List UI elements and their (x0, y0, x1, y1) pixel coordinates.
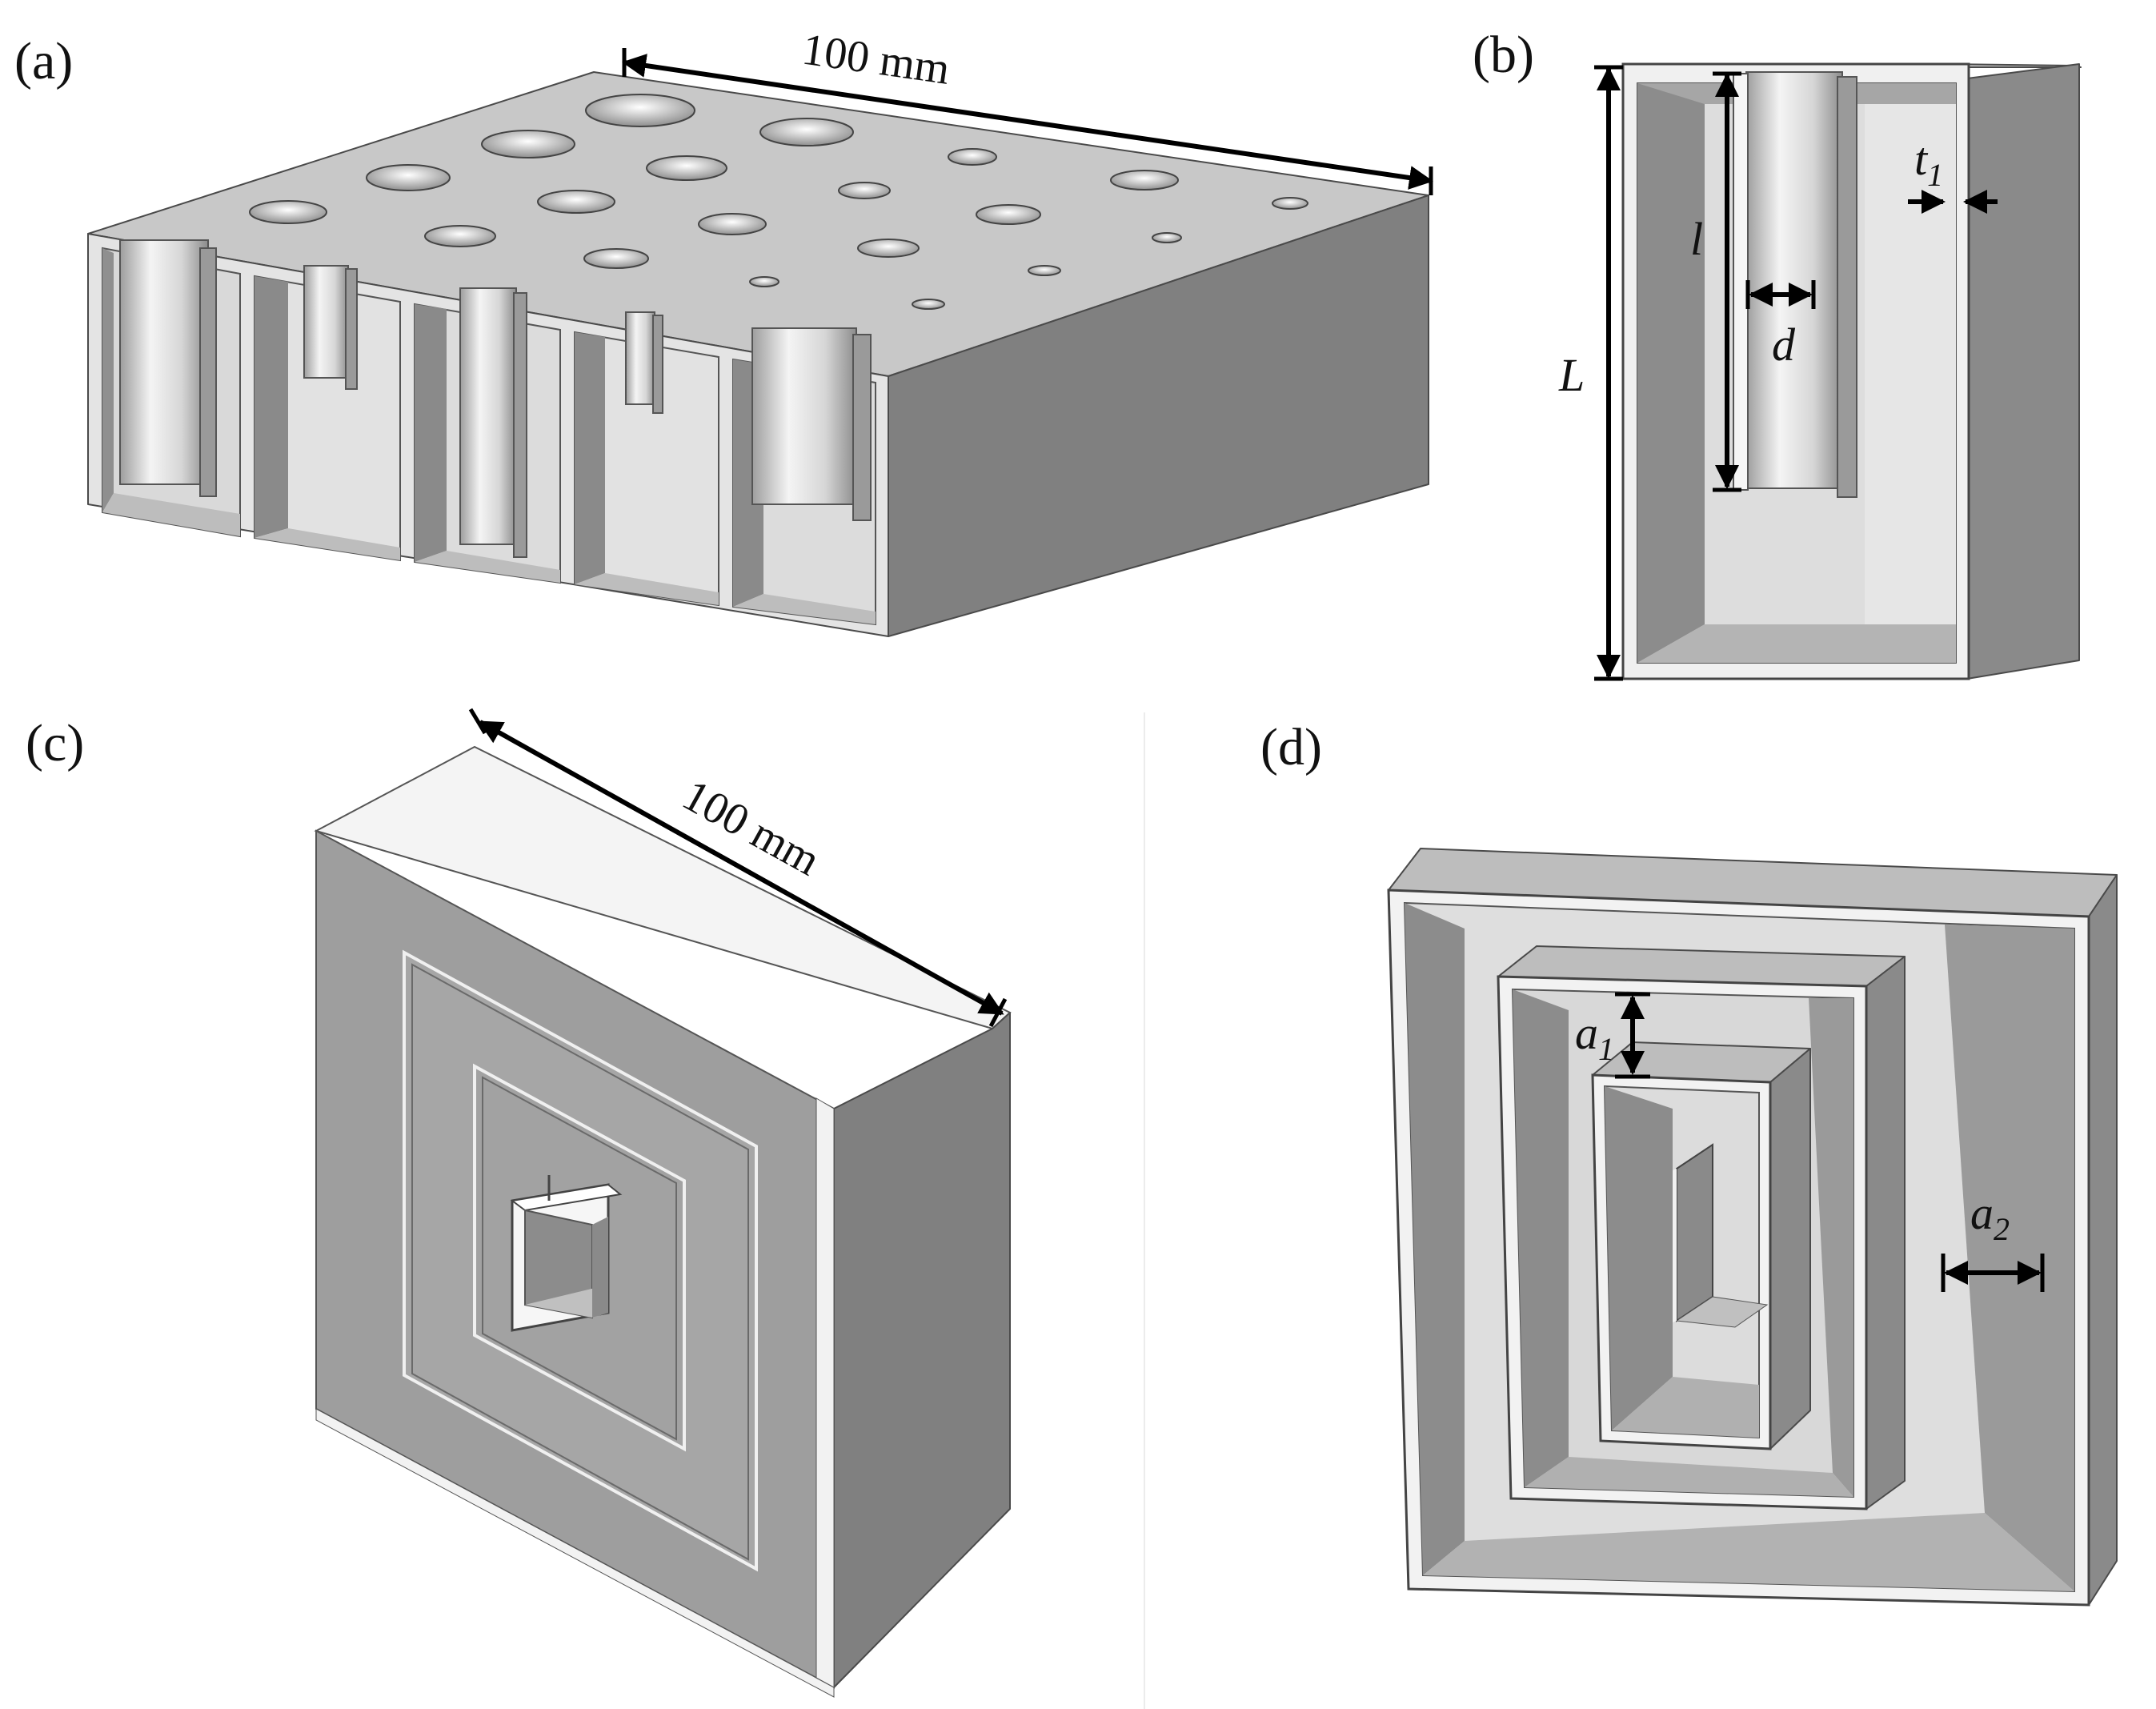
panel-a-neck-2 (303, 265, 349, 379)
panel-d: (d) a1 (1260, 718, 2118, 1607)
panel-a-necks (119, 239, 872, 558)
panel-a-neck-3 (459, 287, 517, 545)
panel-b-L-label: L (1558, 349, 1585, 401)
panel-c-width-dimension (478, 720, 1004, 1016)
panel-c-right-face (833, 1012, 1011, 1688)
panel-c: (c) 100 mm (26, 708, 1145, 1709)
panel-a-width-label: 100 mm (799, 25, 953, 94)
panel-d-center-plate (1676, 1143, 1713, 1322)
panel-b-l-label: l (1690, 213, 1703, 265)
panel-b-d-label: d (1772, 319, 1796, 371)
panel-a-neck-5 (751, 327, 857, 505)
panel-a-width-dimension (622, 54, 1433, 190)
panel-b: (b) L l d (1473, 26, 2082, 681)
panel-c-label: (c) (26, 714, 84, 772)
panel-b-label: (b) (1473, 26, 1534, 84)
panel-a-neck-1 (119, 239, 209, 485)
panel-b-t1-label: t1 (1914, 133, 1943, 193)
panel-b-neck (1745, 71, 1843, 489)
panel-a: (a) (14, 25, 1433, 637)
panel-b-right-face (1966, 63, 2080, 680)
panel-d-a2-label: a2 (1970, 1187, 2010, 1247)
panel-d-a1-label: a1 (1575, 1007, 1614, 1067)
panel-a-label: (a) (14, 32, 73, 90)
panel-a-neck-4 (625, 311, 655, 405)
panel-d-label: (d) (1260, 718, 1322, 776)
